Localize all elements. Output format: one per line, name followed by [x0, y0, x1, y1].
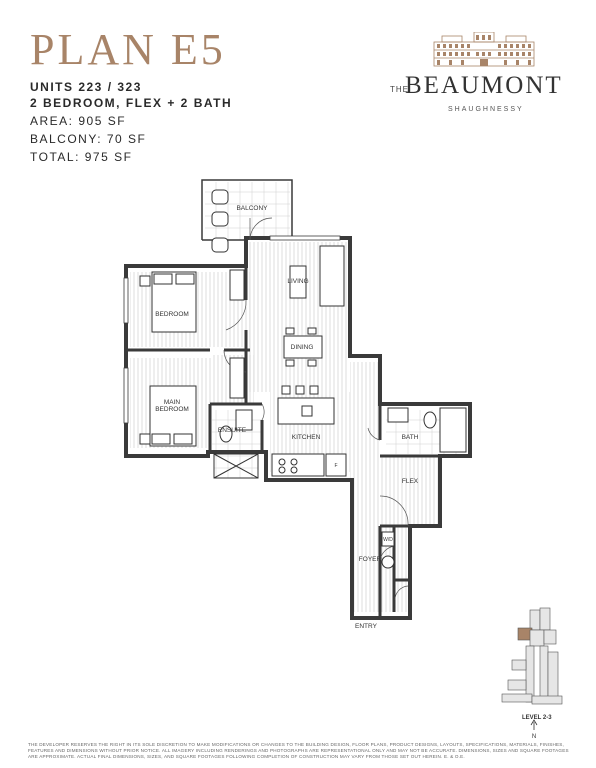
room-label-balcony: BALCONY: [236, 205, 268, 212]
key-plan-icon: [501, 607, 563, 705]
building-logo-icon: [433, 32, 535, 67]
room-label-dining: DINING: [291, 344, 314, 351]
bedrooms-label: 2 BEDROOM, FLEX + 2 BATH: [30, 96, 233, 110]
balcony-area-label: BALCONY: 70 SF: [30, 132, 147, 146]
logo-the: THE: [390, 85, 409, 94]
room-label-living: LIVING: [287, 278, 308, 285]
total-area-label: TOTAL: 975 SF: [30, 150, 133, 164]
room-label-main-1: MAIN: [164, 399, 181, 406]
plan-title: PLAN E5: [30, 25, 226, 74]
room-label-ensuite: ENSUITE: [218, 427, 247, 434]
room-label-flex: FLEX: [402, 478, 419, 485]
room-label-bath: BATH: [402, 434, 419, 441]
north-arrow-icon: N: [530, 719, 538, 740]
logo-sub: SHAUGHNESSY: [448, 106, 524, 113]
logo-name: BEAUMONT: [405, 72, 563, 99]
area-label: AREA: 905 SF: [30, 114, 127, 128]
room-label-main-2: BEDROOM: [155, 406, 189, 413]
key-plan-level: LEVEL 2-3: [522, 715, 552, 721]
north-label: N: [532, 734, 536, 740]
room-label-wd: W/D: [383, 537, 393, 543]
furniture: [139, 189, 467, 569]
windows: [123, 235, 341, 424]
room-label-kitchen: KITCHEN: [292, 434, 321, 441]
room-label-foyer: FOYER: [359, 556, 382, 563]
walls: [124, 179, 472, 620]
disclaimer: THE DEVELOPER RESERVES THE RIGHT IN ITS …: [28, 742, 569, 760]
room-label-bedroom: BEDROOM: [155, 311, 189, 318]
room-label-entry: ENTRY: [355, 623, 378, 630]
units-label: UNITS 223 / 323: [30, 80, 142, 94]
room-label-fridge: F: [334, 463, 337, 469]
